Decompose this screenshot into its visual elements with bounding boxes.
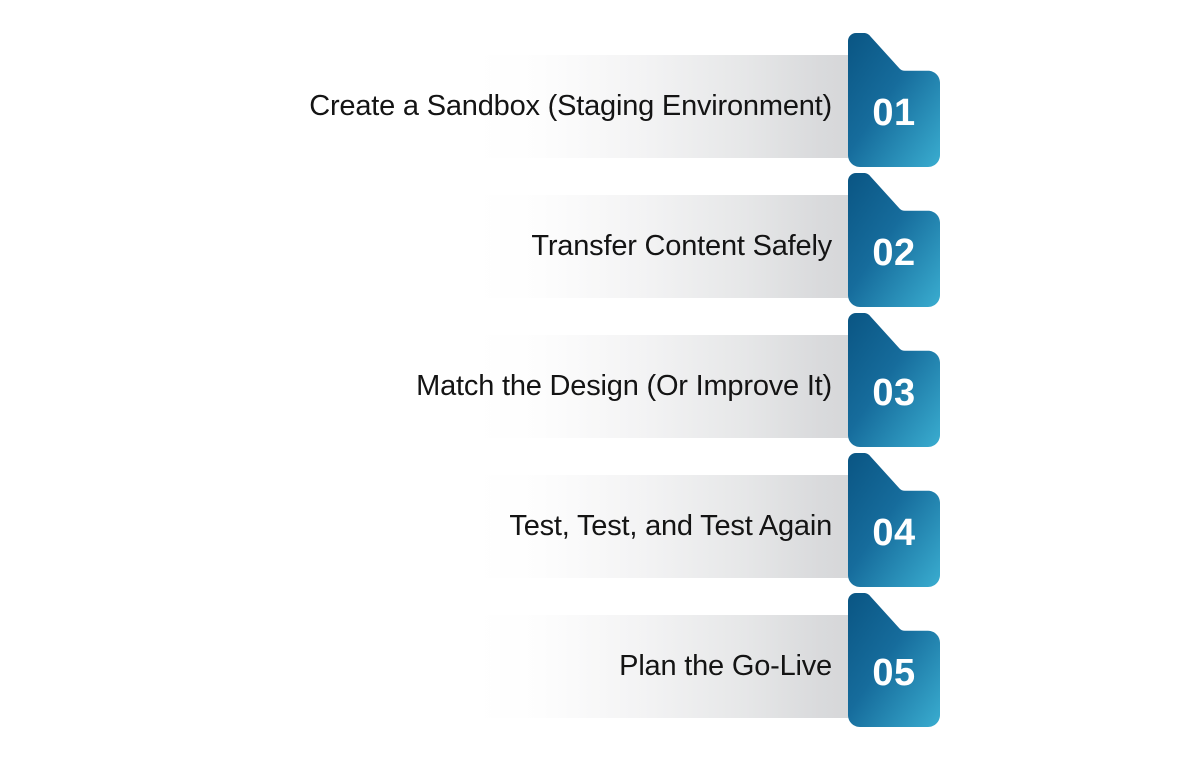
step-badge: 01 [848,33,940,167]
step-bar [475,335,850,438]
step-badge: 02 [848,173,940,307]
step-bar [475,55,850,158]
step-badge: 04 [848,453,940,587]
step-label: Match the Design (Or Improve It) [416,370,832,402]
step-badge: 03 [848,313,940,447]
step-bar [475,195,850,298]
step-bar [475,615,850,718]
step-row: Transfer Content Safely 02 [0,173,1200,313]
step-row: Plan the Go-Live 05 [0,593,1200,733]
step-badge: 05 [848,593,940,727]
step-row: Create a Sandbox (Staging Environment) 0… [0,33,1200,173]
step-label: Test, Test, and Test Again [509,510,832,542]
step-bar [475,475,850,578]
step-row: Match the Design (Or Improve It) 03 [0,313,1200,453]
step-label: Create a Sandbox (Staging Environment) [309,90,832,122]
step-row: Test, Test, and Test Again 04 [0,453,1200,593]
step-label: Transfer Content Safely [531,230,832,262]
step-label: Plan the Go-Live [619,650,832,682]
